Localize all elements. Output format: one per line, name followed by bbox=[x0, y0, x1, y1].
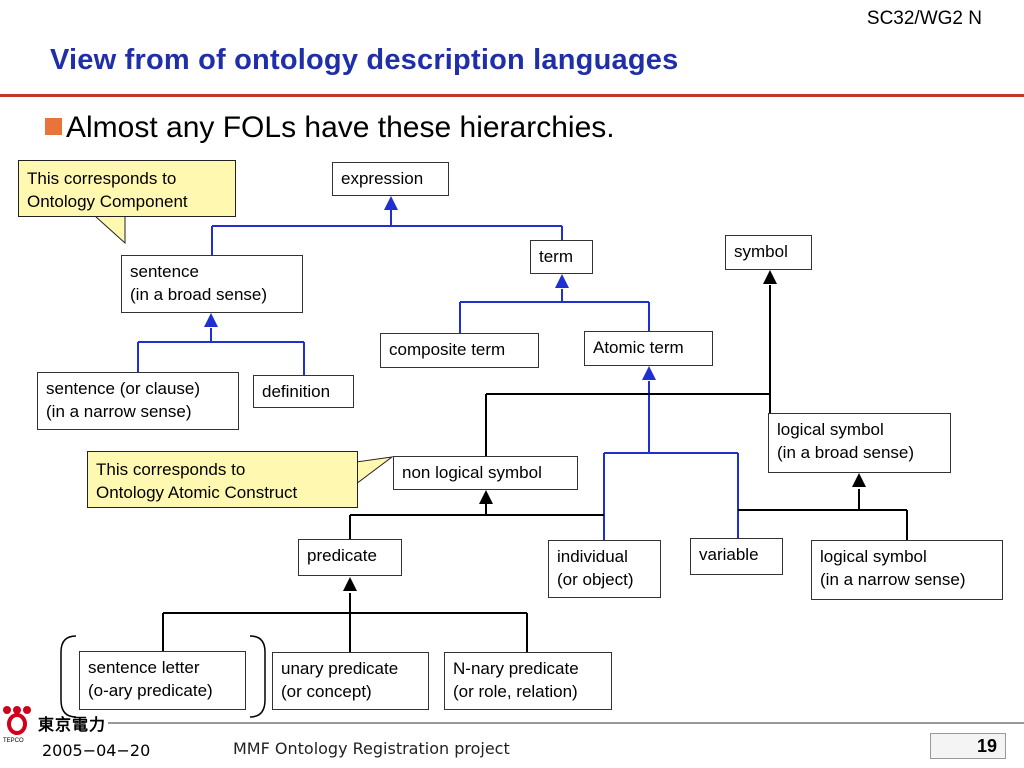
callout-ontology-component: This corresponds to Ontology Component bbox=[18, 160, 236, 217]
tepco-logo-icon: TEPCO bbox=[3, 706, 31, 744]
node-label: unary predicate bbox=[281, 659, 399, 678]
callout-ontology-atomic-construct: This corresponds to Ontology Atomic Cons… bbox=[87, 451, 358, 508]
node-label: (in a broad sense) bbox=[130, 285, 268, 304]
document-id: SC32/WG2 N bbox=[866, 8, 982, 29]
arrow-to-expression bbox=[384, 196, 398, 210]
logo-sub-text: TEPCO bbox=[3, 738, 24, 744]
node-label: term bbox=[539, 247, 573, 266]
node-label: variable bbox=[699, 545, 759, 564]
node-label: composite term bbox=[389, 340, 506, 359]
node-term: term bbox=[530, 240, 593, 274]
node-label: predicate bbox=[307, 546, 377, 565]
node-label: (or object) bbox=[557, 570, 634, 589]
node-label: N-nary predicate bbox=[453, 659, 579, 678]
node-definition: definition bbox=[253, 375, 354, 408]
callout-line: Ontology Component bbox=[27, 192, 188, 211]
node-atomic-term: Atomic term bbox=[584, 331, 713, 366]
footer-date: 2005−04−20 bbox=[42, 741, 151, 760]
node-label: (or concept) bbox=[281, 682, 372, 701]
node-composite-term: composite term bbox=[380, 333, 539, 368]
node-label: (in a broad sense) bbox=[777, 443, 915, 462]
arrow-to-logical-symbol-broad bbox=[852, 473, 866, 487]
node-label: (in a narrow sense) bbox=[820, 570, 966, 589]
arrow-to-sentence-broad bbox=[204, 313, 218, 327]
node-label: sentence letter bbox=[88, 658, 200, 677]
callout-line: Ontology Atomic Construct bbox=[96, 483, 298, 502]
slide-title: View from of ontology description langua… bbox=[50, 44, 679, 76]
node-sentence-letter: sentence letter (o-ary predicate) bbox=[79, 651, 246, 710]
arrow-to-non-logical-symbol bbox=[479, 490, 493, 504]
arrow-to-symbol bbox=[763, 270, 777, 284]
node-label: (or role, relation) bbox=[453, 682, 578, 701]
callout-line: This corresponds to bbox=[96, 460, 246, 479]
bullet-point: Almost any FOLs have these hierarchies. bbox=[45, 111, 615, 145]
node-label: Atomic term bbox=[593, 338, 684, 357]
node-symbol: symbol bbox=[725, 235, 812, 270]
node-non-logical-symbol: non logical symbol bbox=[393, 456, 578, 490]
node-label: logical symbol bbox=[777, 420, 884, 439]
node-individual: individual (or object) bbox=[548, 540, 661, 598]
page-number: 19 bbox=[930, 733, 1006, 759]
callout-line: This corresponds to bbox=[27, 169, 177, 188]
right-bracket bbox=[249, 635, 266, 718]
node-unary-predicate: unary predicate (or concept) bbox=[272, 652, 429, 710]
arrow-to-predicate bbox=[343, 577, 357, 591]
footer-project: MMF Ontology Registration project bbox=[233, 739, 510, 758]
node-nary-predicate: N-nary predicate (or role, relation) bbox=[444, 652, 612, 710]
callout-component-pointer bbox=[93, 215, 126, 245]
node-predicate: predicate bbox=[298, 539, 402, 576]
node-logical-symbol-narrow: logical symbol (in a narrow sense) bbox=[811, 540, 1003, 600]
bullet-text: Almost any FOLs have these hierarchies. bbox=[66, 111, 615, 144]
node-label: non logical symbol bbox=[402, 463, 542, 482]
node-sentence-narrow: sentence (or clause) (in a narrow sense) bbox=[37, 372, 239, 430]
node-label: sentence (or clause) bbox=[46, 379, 201, 398]
node-label: (o-ary predicate) bbox=[88, 681, 213, 700]
node-label: (in a narrow sense) bbox=[46, 402, 192, 421]
logo-text: 東京電力 bbox=[38, 717, 107, 734]
arrow-to-term bbox=[555, 274, 569, 288]
node-label: symbol bbox=[734, 242, 788, 261]
bullet-square-icon bbox=[45, 118, 62, 135]
node-label: individual bbox=[557, 547, 628, 566]
node-label: expression bbox=[341, 169, 424, 188]
node-label: sentence bbox=[130, 262, 199, 281]
node-label: logical symbol bbox=[820, 547, 927, 566]
node-label: definition bbox=[262, 382, 331, 401]
node-variable: variable bbox=[690, 538, 783, 575]
node-logical-symbol-broad: logical symbol (in a broad sense) bbox=[768, 413, 951, 473]
left-bracket bbox=[60, 635, 77, 718]
arrow-to-atomic-term bbox=[642, 366, 656, 380]
footer-divider bbox=[108, 722, 1024, 724]
title-divider bbox=[0, 94, 1024, 97]
callout-atomic-pointer bbox=[355, 456, 394, 485]
node-sentence-broad: sentence (in a broad sense) bbox=[121, 255, 303, 313]
node-expression: expression bbox=[332, 162, 449, 196]
